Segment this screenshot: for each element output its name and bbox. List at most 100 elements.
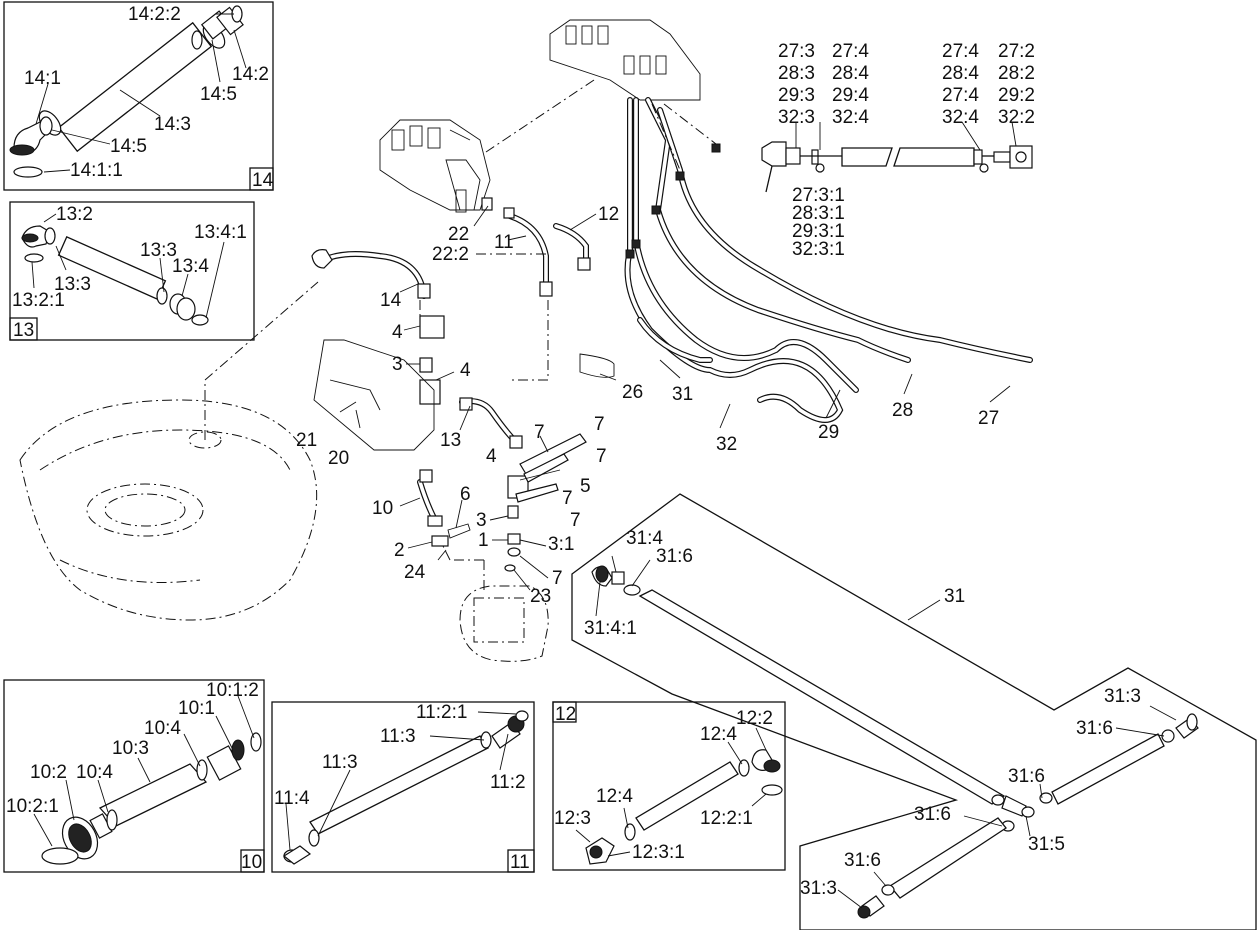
inset-10-leaders: [33, 695, 255, 847]
label-12-4-a: 12:4: [700, 724, 737, 745]
label-11: 11: [494, 232, 514, 253]
label-23: 23: [530, 586, 551, 607]
label-32-3: 32:3: [778, 107, 815, 128]
label-27-4-c: 27:4: [942, 85, 979, 106]
label-31-6-a: 31:6: [656, 546, 693, 567]
label-32: 32: [716, 434, 737, 455]
label-28: 28: [892, 400, 913, 421]
label-32-4-b: 32:4: [942, 107, 979, 128]
inset-14-leaders: [35, 13, 247, 173]
label-7-b: 7: [594, 414, 605, 435]
label-12-2: 12:2: [736, 708, 773, 729]
label-22: 22: [448, 224, 469, 245]
boom-hoses: [624, 97, 1033, 423]
control-valve-block: [379, 119, 491, 213]
label-10-1: 10:1: [178, 698, 215, 719]
inset-13-badge-frame: [9, 317, 38, 341]
tank-outline: [19, 281, 319, 621]
label-14-2: 14:2: [232, 64, 269, 85]
inset-31: 31:4 31:6 31:4:1 31 31:3 31:6 31:6 31:6 …: [571, 493, 1257, 930]
inset-12-leaders: [575, 727, 767, 857]
label-3-b: 3: [476, 510, 487, 531]
label-32-3-1: 32:3:1: [792, 239, 845, 260]
label-14: 14: [380, 290, 402, 311]
label-7-d: 7: [562, 488, 573, 509]
label-26: 26: [622, 382, 643, 403]
label-28-3-1: 28:3:1: [792, 203, 845, 224]
inset-31-frame: [571, 493, 1257, 930]
label-4-b: 4: [460, 360, 471, 381]
inset-11-badge-frame: [507, 849, 535, 873]
label-27-4-b: 27:4: [942, 41, 979, 62]
label-12-4-b: 12:4: [596, 786, 633, 807]
label-27-3-1: 27:3:1: [792, 185, 845, 206]
label-13: 13: [440, 430, 461, 451]
label-31-3-b: 31:3: [800, 878, 837, 899]
pump-outline: [439, 539, 549, 662]
label-31-6-b: 31:6: [1076, 718, 1113, 739]
label-31-4: 31:4: [626, 528, 663, 549]
label-31-6-d: 31:6: [914, 804, 951, 825]
label-13-3-a: 13:3: [140, 240, 177, 261]
label-3-1: 3:1: [548, 534, 574, 555]
inset-14-frame: [3, 1, 274, 191]
label-1: 1: [478, 530, 489, 551]
label-22-2: 22:2: [432, 244, 469, 265]
label-31-5: 31:5: [1028, 834, 1065, 855]
label-29-3: 29:3: [778, 85, 815, 106]
inset-10-parts: [41, 732, 262, 865]
inset-11-frame: [271, 701, 535, 873]
label-13-2-1: 13:2:1: [12, 290, 65, 311]
inset-10: 10 10:1:2 10:1 10:4 10:3 10:2 10:4: [3, 679, 265, 873]
label-32-4-a: 32:4: [832, 107, 869, 128]
label-3-a: 3: [392, 354, 403, 375]
inset-31-leaders: [595, 555, 1177, 909]
label-32-2: 32:2: [998, 107, 1035, 128]
label-12-3: 12:3: [554, 808, 591, 829]
inset-11-parts: [282, 710, 529, 865]
inset-13-leaders: [31, 213, 225, 319]
inset-13-frame: [9, 201, 255, 341]
label-27-2: 27:2: [998, 41, 1035, 62]
label-14-1: 14:1: [24, 68, 61, 89]
label-7-f: 7: [552, 568, 563, 589]
label-31-6-e: 31:6: [844, 850, 881, 871]
main-leaders: [339, 205, 1011, 591]
inset-10-frame: [3, 679, 265, 873]
label-28-4-b: 28:4: [942, 63, 979, 84]
label-11-2-1: 11:2:1: [416, 702, 467, 723]
inset-31-parts: [591, 565, 1199, 919]
label-29: 29: [818, 422, 839, 443]
label-27-4-a: 27:4: [832, 41, 869, 62]
label-11-3-b: 11:3: [322, 752, 358, 773]
label-5: 5: [580, 476, 591, 497]
label-12-2-1: 12:2:1: [700, 808, 753, 829]
inset-12: 12 12:2 12:4 12:4 12:2:1 12:3 12:3:1: [552, 701, 786, 871]
inset-14: 14 14:2:2 14:1 14:2 14:5 14:3: [3, 1, 274, 191]
label-28-4-a: 28:4: [832, 63, 869, 84]
label-10-2-1: 10:2:1: [6, 796, 59, 817]
label-24: 24: [404, 562, 426, 583]
label-31-4-1: 31:4:1: [584, 618, 637, 639]
label-29-2: 29:2: [998, 85, 1035, 106]
label-7-c: 7: [596, 446, 607, 467]
boom-hose-labels: 27:3 28:3 29:3 32:3 27:4 28:4 29:4 32:4 …: [778, 41, 1035, 260]
inset-12-badge: 12: [555, 704, 576, 725]
label-6: 6: [460, 484, 471, 505]
inset-10-badge-frame: [240, 849, 265, 873]
label-7-a: 7: [534, 422, 545, 443]
label-20: 20: [328, 448, 349, 469]
boom-hose-detail: [761, 121, 1033, 193]
label-10-1-2: 10:1:2: [206, 680, 259, 701]
label-14-2-2: 14:2:2: [128, 4, 181, 25]
label-29-4: 29:4: [832, 85, 869, 106]
label-10-3: 10:3: [112, 738, 149, 759]
label-10: 10: [372, 498, 393, 519]
inset-11-leaders: [285, 711, 517, 851]
label-27-3: 27:3: [778, 41, 815, 62]
label-10-4-b: 10:4: [76, 762, 113, 783]
valve-stack: [419, 315, 587, 572]
inset-14-badge-frame: [249, 167, 274, 191]
label-11-3-a: 11:3: [380, 726, 416, 747]
label-11-2: 11:2: [490, 772, 526, 793]
